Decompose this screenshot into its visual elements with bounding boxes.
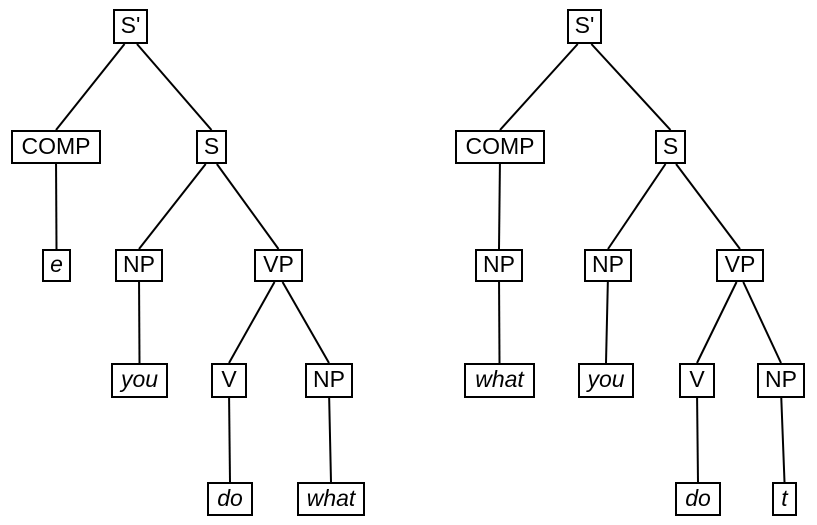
tree-node-what: what [464,363,535,398]
tree-node-np: NP [115,249,163,282]
tree-node-label: NP [123,251,155,277]
tree-node-comp: COMP [11,130,101,164]
tree-node-v: V [679,363,715,398]
tree-edge [780,397,786,483]
tree-node-label: you [587,366,625,392]
tree-node-label: COMP [465,132,535,159]
tree-node-np: NP [757,363,805,398]
tree-node-label: S' [574,12,595,38]
tree-node-label: t [781,484,788,511]
tree-edge [742,281,782,364]
tree-edge [498,163,501,250]
tree-edge [696,397,699,483]
tree-edge [607,163,667,250]
tree-edge [216,163,280,250]
tree-edge [675,163,741,250]
tree-node-label: do [685,484,711,511]
tree-node-label: you [120,366,159,392]
tree-edge [55,43,126,131]
tree-edge [499,43,579,131]
tree-node-do: do [207,482,253,516]
tree-node-label: NP [483,251,515,277]
tree-node-label: what [306,484,356,511]
tree-node-e: e [42,249,71,282]
tree-node-np: NP [475,249,523,282]
tree-node-label: e [50,251,63,277]
tree-node-s: S [655,130,686,164]
tree-edge [605,281,609,364]
tree-node-what: what [297,482,365,516]
tree-node-label: do [217,484,243,511]
tree-node-label: VP [263,251,294,277]
tree-node-label: S [662,132,679,159]
tree-node-sbar: S' [567,9,602,44]
tree-node-vp: VP [254,249,303,282]
tree-node-label: COMP [21,132,91,159]
tree-node-label: VP [724,251,756,277]
tree-node-comp: COMP [455,130,545,164]
tree-node-label: S' [120,12,141,38]
tree-edge [228,281,276,364]
tree-edge [228,397,231,483]
tree-node-vp: VP [716,249,764,282]
tree-node-do: do [675,482,721,516]
tree-node-label: S [203,132,220,159]
tree-edge [136,43,213,131]
tree-node-v: V [211,363,247,398]
tree-edge [138,163,207,250]
tree-node-you: you [578,363,634,398]
tree-node-np: NP [305,363,353,398]
tree-node-s: S [196,130,227,164]
tree-node-label: NP [765,366,797,392]
tree-node-label: V [689,366,705,392]
tree-node-label: NP [592,251,624,277]
tree-node-label: V [221,366,237,392]
tree-edge [590,43,672,131]
tree-edge [281,281,330,364]
tree-node-np: NP [584,249,632,282]
tree-node-sbar: S' [113,9,148,44]
tree-edge [328,397,332,483]
tree-node-label: NP [313,366,345,392]
tree-node-you: you [111,363,168,398]
tree-edge [696,281,738,364]
tree-node-t: t [772,482,797,516]
tree-node-label: what [475,366,524,392]
